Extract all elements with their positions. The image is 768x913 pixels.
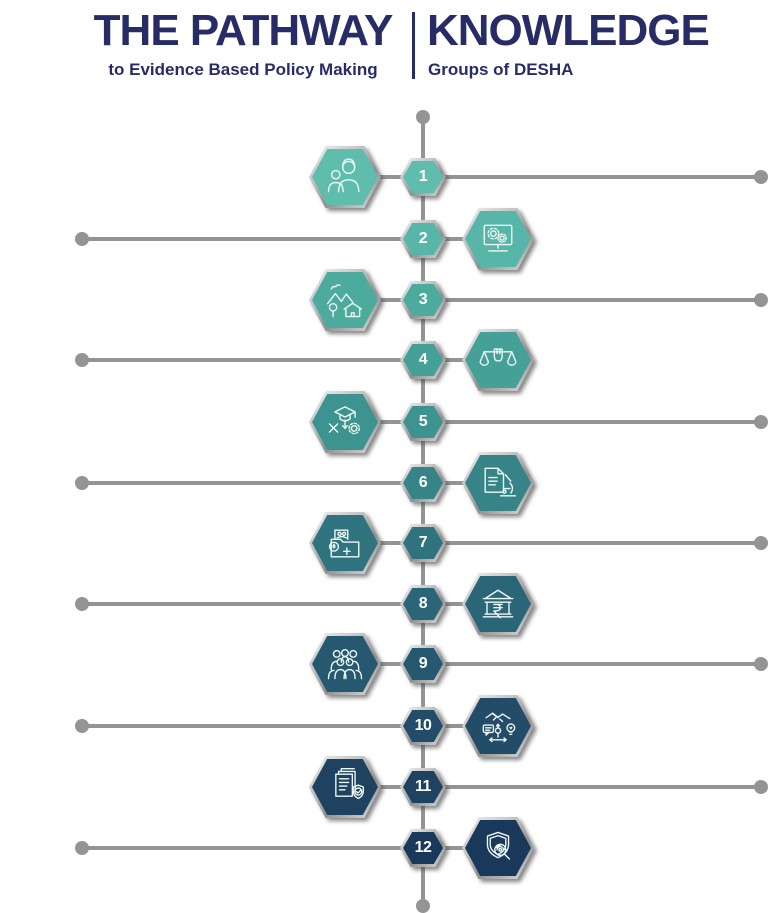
step-number: 1 <box>418 168 428 185</box>
connector-line <box>345 175 761 179</box>
step-number: 4 <box>418 351 428 368</box>
connector-line <box>345 298 761 302</box>
icon-hexagon <box>309 756 381 818</box>
icon-hexagon <box>309 146 381 208</box>
icon-hexagon <box>309 633 381 695</box>
connector-line <box>345 785 761 789</box>
line-end-dot <box>754 170 768 184</box>
line-end-dot <box>75 232 89 246</box>
population-group-icon <box>327 649 363 680</box>
justice-scales-icon <box>479 348 517 366</box>
connector-line <box>345 420 761 424</box>
icon-hexagon <box>462 329 534 391</box>
step-hexagon: 9 <box>400 645 446 683</box>
step-number: 9 <box>418 655 428 672</box>
step-number: 3 <box>418 291 428 308</box>
step-hexagon: 7 <box>400 524 446 562</box>
line-end-dot <box>754 657 768 671</box>
step-number: 11 <box>415 778 431 795</box>
icon-hexagon <box>462 817 534 879</box>
timeline-spine <box>421 117 425 906</box>
step-hexagon: 5 <box>400 403 446 441</box>
step-hexagon: 4 <box>400 341 446 379</box>
line-end-dot <box>754 780 768 794</box>
step-hexagon: 3 <box>400 281 446 319</box>
mother-child-icon <box>327 158 360 193</box>
step-hexagon: 6 <box>400 464 446 502</box>
step-hexagon: 12 <box>400 829 446 867</box>
line-end-dot <box>75 597 89 611</box>
step-number: 2 <box>418 230 428 247</box>
step-hexagon: 8 <box>400 585 446 623</box>
rural-landscape-icon <box>326 284 363 318</box>
research-microscope-icon <box>484 467 517 497</box>
spine-end-dot <box>416 899 430 913</box>
step-number: 6 <box>418 474 428 491</box>
line-end-dot <box>75 353 89 367</box>
step-hexagon: 10 <box>400 707 446 745</box>
collaboration-icon <box>482 712 516 743</box>
step-number: 5 <box>418 413 428 430</box>
title-left: THE PATHWAY <box>93 6 394 55</box>
line-end-dot <box>75 719 89 733</box>
connector-line <box>82 846 498 850</box>
subtitle-right: Groups of DESHA <box>428 60 574 79</box>
policy-documents-icon <box>335 767 365 800</box>
icon-hexagon <box>462 573 534 635</box>
icon-hexagon <box>462 452 534 514</box>
step-number: 8 <box>418 595 428 612</box>
education-skills-icon <box>328 406 360 435</box>
step-number: 12 <box>414 839 432 856</box>
connector-line <box>82 724 498 728</box>
step-number: 7 <box>418 534 428 551</box>
subtitle-left: to Evidence Based Policy Making <box>108 60 378 79</box>
title-right: KNOWLEDGE <box>427 6 710 55</box>
connector-line <box>345 541 761 545</box>
icon-hexagon <box>462 208 534 270</box>
step-hexagon: 1 <box>400 158 446 196</box>
connector-line <box>82 237 498 241</box>
line-end-dot <box>75 841 89 855</box>
line-end-dot <box>754 293 768 307</box>
icon-hexagon <box>309 269 381 331</box>
bank-rupee-icon <box>482 589 514 619</box>
step-hexagon: 11 <box>400 768 446 806</box>
step-hexagon: 2 <box>400 220 446 258</box>
line-end-dot <box>75 476 89 490</box>
line-end-dot <box>754 415 768 429</box>
step-number: 10 <box>414 717 432 734</box>
line-end-dot <box>754 536 768 550</box>
connector-line <box>82 602 498 606</box>
computer-gears-icon <box>483 224 513 252</box>
icon-hexagon <box>462 695 534 757</box>
security-shield-icon <box>486 831 511 860</box>
health-records-icon <box>328 529 360 558</box>
connector-line <box>82 481 498 485</box>
spine-start-dot <box>416 110 430 124</box>
header-divider <box>412 12 415 79</box>
icon-hexagon <box>309 391 381 453</box>
connector-line <box>82 358 498 362</box>
connector-line <box>345 662 761 666</box>
icon-hexagon <box>309 512 381 574</box>
